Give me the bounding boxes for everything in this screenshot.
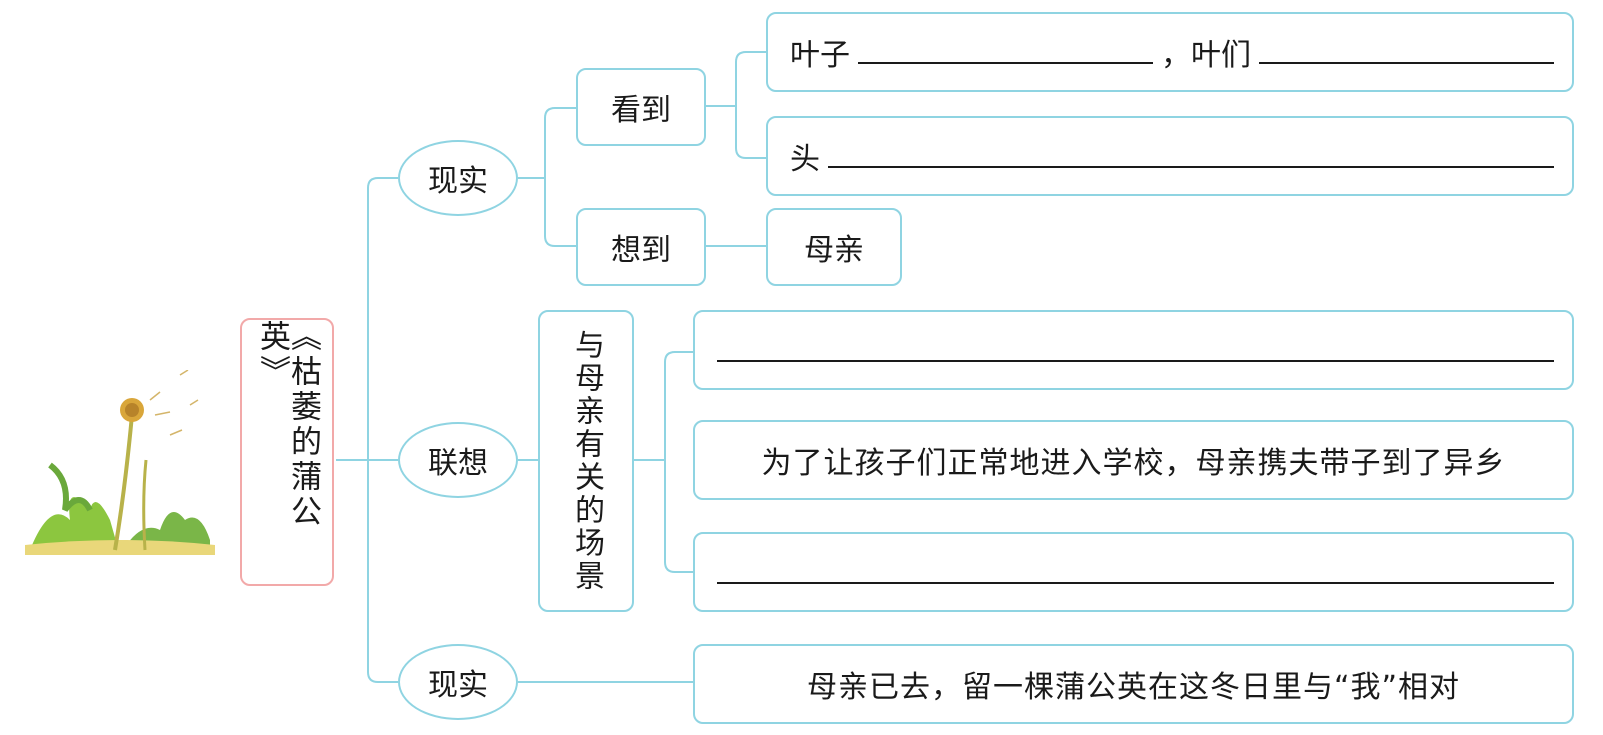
head-prefix: 头 bbox=[790, 142, 820, 177]
main-trunk bbox=[367, 177, 398, 683]
leaves-blank-2[interactable] bbox=[1259, 40, 1554, 64]
scenes-branch bbox=[664, 351, 693, 573]
mother-node-label: 母亲 bbox=[804, 233, 864, 268]
thought-node: 想到 bbox=[576, 208, 706, 286]
reality-node-2-label: 现实 bbox=[428, 668, 488, 703]
association-node-label: 联想 bbox=[428, 446, 488, 481]
scene-row-1 bbox=[693, 310, 1574, 390]
leaves-prefix: 叶子 bbox=[790, 38, 850, 73]
association-node: 联想 bbox=[398, 422, 518, 498]
saw-branch bbox=[735, 51, 766, 159]
dandelion-illustration bbox=[25, 370, 215, 555]
reality-node-1-label: 现实 bbox=[428, 164, 488, 199]
scenes-node-label: 与母亲有关的场景 bbox=[569, 329, 604, 593]
leaves-row: 叶子 ，叶们 bbox=[766, 12, 1574, 92]
scene-2-text: 为了让孩子们正常地进入学校，母亲携夫带子到了异乡 bbox=[761, 446, 1506, 481]
mother-node: 母亲 bbox=[766, 208, 902, 286]
thought-node-label: 想到 bbox=[611, 233, 671, 268]
reality-node-2: 现实 bbox=[398, 644, 518, 720]
scene-row-3 bbox=[693, 532, 1574, 612]
title-box: 《枯萎的蒲公英》 bbox=[240, 318, 334, 586]
reality1-branch bbox=[544, 107, 576, 247]
reality-text-row: 母亲已去，留一棵蒲公英在这冬日里与“我”相对 bbox=[693, 644, 1574, 724]
scene-1-blank[interactable] bbox=[717, 338, 1554, 362]
title-text: 《枯萎的蒲公英》 bbox=[254, 320, 321, 530]
saw-node-label: 看到 bbox=[611, 93, 671, 128]
scene-3-blank[interactable] bbox=[717, 560, 1554, 584]
reality-text: 母亲已去，留一棵蒲公英在这冬日里与“我”相对 bbox=[806, 670, 1461, 705]
scene-row-2: 为了让孩子们正常地进入学校，母亲携夫带子到了异乡 bbox=[693, 420, 1574, 500]
reality-node-1: 现实 bbox=[398, 140, 518, 216]
scenes-node: 与母亲有关的场景 bbox=[538, 310, 634, 612]
head-blank[interactable] bbox=[828, 144, 1554, 168]
leaves-blank-1[interactable] bbox=[858, 40, 1153, 64]
saw-node: 看到 bbox=[576, 68, 706, 146]
head-row: 头 bbox=[766, 116, 1574, 196]
leaves-mid: ，叶们 bbox=[1161, 38, 1251, 73]
